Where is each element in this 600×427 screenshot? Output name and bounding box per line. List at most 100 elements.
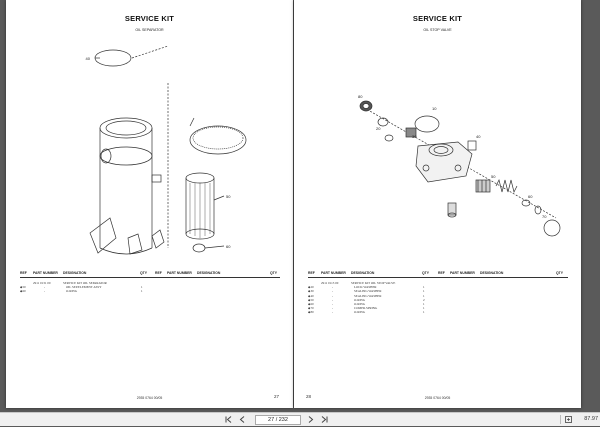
col-designation: DESIGNATION — [197, 271, 221, 275]
table-row: ◆30 - SEALING WASHER 1 — [308, 289, 568, 293]
o-ring — [384, 134, 394, 142]
row-ref: ◆60 — [308, 301, 314, 306]
row-designation: SERVICE KIT OIL SEPARATOR — [63, 281, 107, 285]
callout-label: 60 — [226, 244, 231, 249]
col-qty: QTY — [140, 271, 147, 275]
next-page-icon — [308, 416, 314, 423]
row-part: - — [332, 285, 334, 290]
row-designation: O-RING — [66, 289, 78, 294]
col-qty: QTY — [556, 271, 563, 275]
table-row: ◆60 - O-RING 1 — [308, 302, 568, 306]
first-page-button[interactable] — [224, 415, 233, 424]
row-part: - — [332, 289, 334, 294]
table-row: ◆50 - OIL SEP.ELEMENT ASSY 1 — [20, 285, 280, 289]
previous-page-button[interactable] — [238, 415, 247, 424]
callout-label: 20 — [376, 126, 381, 131]
row-part: - — [44, 289, 46, 294]
row-part: - — [332, 310, 334, 315]
row-designation: O-RING — [354, 310, 366, 315]
row-qty: 1 — [423, 301, 425, 306]
callout-label: 70 — [542, 214, 547, 219]
row-qty: 1 — [423, 306, 425, 311]
col-ref: REF — [438, 271, 445, 275]
row-qty: 1 — [141, 289, 143, 294]
col-designation: DESIGNATION — [480, 271, 504, 275]
row-ref: ◆60 — [20, 289, 26, 294]
col-part-number: PART NUMBER — [450, 271, 475, 275]
page-subtitle: OIL STOP VALVE — [423, 28, 452, 32]
page-title: SERVICE KIT — [124, 14, 175, 23]
end-cap — [543, 219, 561, 237]
table-row: ◆50 - O-RING 2 — [308, 298, 568, 302]
row-designation: SEALING WASHER — [354, 293, 382, 298]
row-ref: ◆40 — [308, 293, 314, 298]
callout-label: 40 — [476, 134, 481, 139]
first-page-icon — [225, 416, 232, 423]
page-title: SERVICE KIT — [412, 14, 463, 23]
col-ref: REF — [155, 271, 162, 275]
col-part-number: PART NUMBER — [321, 271, 346, 275]
document-page-left: SERVICE KIT OIL SEPARATOR — [6, 0, 293, 408]
toolbar-divider — [560, 415, 561, 424]
row-ref: ◆50 — [308, 297, 314, 302]
row-designation: O-RING — [354, 297, 366, 302]
col-ref: REF — [308, 271, 315, 275]
row-ref: ◆70 — [308, 306, 314, 311]
col-qty: QTY — [422, 271, 429, 275]
fit-page-icon — [565, 416, 572, 423]
zoom-level[interactable]: 87.97 — [584, 416, 598, 422]
row-designation: COMPR.SPRING — [354, 306, 378, 311]
viewer-toolbar: 27 / 232 87.97 — [0, 412, 600, 426]
table-row: ◆80 - O-RING 1 — [308, 310, 568, 314]
row-ref: ◆50 — [20, 285, 26, 290]
valve-piston — [475, 179, 491, 193]
col-qty: QTY — [270, 271, 277, 275]
document-code: 2935 0764 00/05 — [136, 396, 163, 400]
row-qty: 2 — [423, 297, 425, 302]
document-page-right: SERVICE KIT OIL STOP VALVE — [294, 0, 581, 408]
col-designation: DESIGNATION — [63, 271, 87, 275]
fit-page-button[interactable] — [564, 415, 573, 424]
nut — [405, 127, 417, 138]
previous-page-icon — [239, 416, 245, 423]
plug-fitting — [359, 100, 373, 112]
callout-label: 50 — [226, 194, 231, 199]
sealing-washer — [414, 115, 440, 133]
filter-element — [185, 172, 215, 240]
row-designation: SEALING WASHER — [354, 289, 382, 294]
row-qty: 1 — [423, 293, 425, 298]
callout-label: 60 — [528, 194, 533, 199]
valve-body — [415, 141, 473, 183]
row-part: - — [332, 306, 334, 311]
next-page-button[interactable] — [306, 415, 315, 424]
table-row: 2911 0131 00 SERVICE KIT OIL SEPARATOR — [20, 281, 280, 285]
bottom-fitting — [447, 202, 457, 218]
table-row: 2911 0113 00 SERVICE KIT OIL STOP VALVE — [308, 281, 568, 285]
page-number: 28 — [306, 394, 312, 399]
page-number: 27 — [273, 394, 279, 399]
row-part: - — [332, 293, 334, 298]
row-part: 2911 0131 00 — [33, 281, 51, 285]
col-ref: REF — [20, 271, 27, 275]
last-page-button[interactable] — [320, 415, 329, 424]
row-part: - — [332, 297, 334, 302]
parts-table-header: REF PART NUMBER DESIGNATION QTY REF PART… — [20, 271, 280, 278]
table-row: ◆40 - SEALING WASHER 1 — [308, 294, 568, 298]
row-qty: 1 — [423, 289, 425, 294]
table-row: ◆70 - COMPR.SPRING 1 — [308, 306, 568, 310]
col-part-number: PART NUMBER — [33, 271, 58, 275]
last-page-icon — [321, 416, 328, 423]
page-subtitle: OIL SEPARATOR — [135, 28, 164, 32]
compression-spring — [495, 178, 518, 194]
page-number-input[interactable]: 27 / 232 — [255, 415, 301, 425]
row-qty: 1 — [423, 285, 425, 290]
o-ring — [192, 243, 206, 253]
o-ring — [534, 205, 542, 215]
cover-disc — [189, 125, 247, 155]
small-fitting — [467, 140, 477, 151]
parts-table-body: 2911 0113 00 SERVICE KIT OIL STOP VALVE … — [308, 281, 568, 315]
cover-plate — [94, 49, 132, 67]
col-part-number: PART NUMBER — [167, 271, 192, 275]
row-ref: ◆80 — [308, 310, 314, 315]
col-designation: DESIGNATION — [351, 271, 375, 275]
